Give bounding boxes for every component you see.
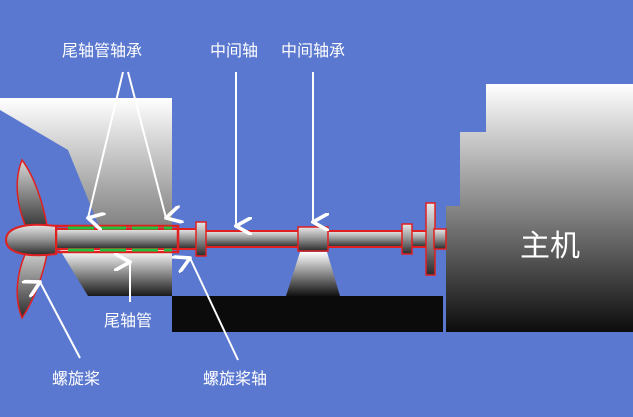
engine-coupling <box>433 228 447 250</box>
stern-tube-label: 尾轴管 <box>104 311 152 330</box>
intermediate-bearing-block <box>297 226 329 252</box>
intermediate-shaft-label: 中间轴 <box>210 41 258 60</box>
pointer-stern-bearing-right <box>127 71 166 218</box>
main-engine-body <box>446 84 633 332</box>
intermediate-bearing-label: 中间轴承 <box>281 41 345 60</box>
pointer-propeller-shaft <box>190 258 239 361</box>
intermediate-bearing-support <box>286 252 340 296</box>
stern-tube-bearing-label: 尾轴管轴承 <box>62 41 142 60</box>
propeller-upper-blade <box>16 158 49 233</box>
shaft-flange-1 <box>195 221 207 257</box>
hull-bottom <box>172 296 443 332</box>
pointer-propeller <box>40 282 81 359</box>
propeller-label: 螺旋桨 <box>52 369 100 388</box>
main-engine-label: 主机 <box>520 229 580 264</box>
stern-post <box>60 250 172 296</box>
propeller-shaft-label: 螺旋桨轴 <box>203 369 267 388</box>
stern-hull <box>0 98 443 332</box>
propeller-hub <box>4 223 57 257</box>
pointer-stern-bearing-left <box>88 71 124 218</box>
pointers <box>40 71 313 361</box>
shaft-flange-2 <box>401 223 413 255</box>
